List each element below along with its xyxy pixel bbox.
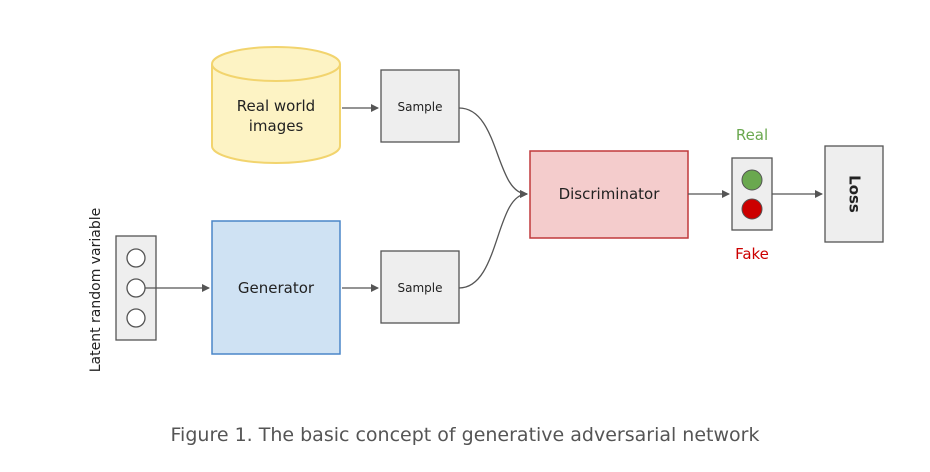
loss-label: Loss (846, 175, 864, 213)
sample-bottom-box: Sample (380, 250, 460, 324)
sample-top-label: Sample (398, 100, 443, 114)
sample-top-box: Sample (380, 69, 460, 143)
real-indicator-dot (741, 169, 763, 191)
discriminator-label: Discriminator (559, 185, 661, 203)
loss-box: Loss (824, 145, 884, 243)
fake-label: Fake (735, 245, 769, 263)
latent-random-variable-label: Latent random variable (88, 208, 104, 373)
real-world-images-label-line1: Real world (237, 97, 315, 115)
arrow-sample-top-to-discriminator (458, 107, 528, 198)
discriminator-box: Discriminator (529, 150, 689, 239)
latent-node-3 (126, 308, 146, 328)
arrow-sample-bottom-to-discriminator (458, 190, 528, 289)
generator-box: Generator (211, 220, 341, 355)
latent-node-2 (126, 278, 146, 298)
real-label: Real (736, 126, 768, 144)
sample-bottom-label: Sample (398, 281, 443, 295)
fake-indicator-dot (741, 198, 763, 220)
real-world-images-database: Real world images (211, 46, 341, 164)
figure-caption: Figure 1. The basic concept of generativ… (170, 424, 760, 446)
latent-vector (115, 235, 157, 341)
generator-label: Generator (238, 279, 315, 297)
latent-node-1 (126, 248, 146, 268)
real-world-images-label-line2: images (249, 117, 304, 135)
output-indicator (731, 157, 773, 231)
